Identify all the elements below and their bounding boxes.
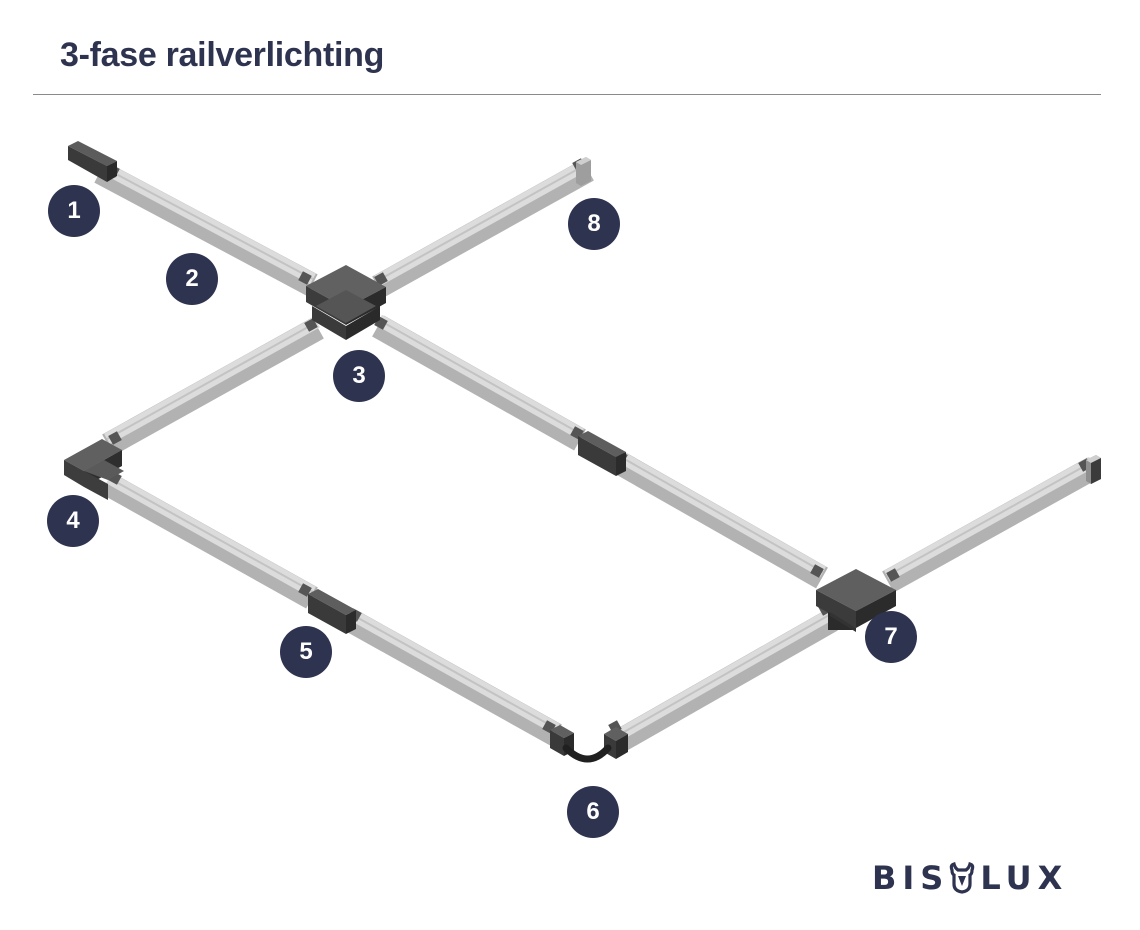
rail-segment-upper-left xyxy=(94,160,318,296)
callout-t-connector: 7 xyxy=(865,611,917,663)
rail-segment-upper-right xyxy=(372,158,594,298)
callout-corner-connector: 4 xyxy=(47,495,99,547)
rail-segment-left-upper xyxy=(102,316,324,456)
straight-connector-bottom xyxy=(308,589,356,634)
t-connector xyxy=(816,569,896,632)
callout-straight-connector: 5 xyxy=(280,626,332,678)
rail-segment-bottom-middle xyxy=(344,608,562,746)
bull-head-icon xyxy=(950,862,975,894)
callout-x-connector: 3 xyxy=(333,350,385,402)
rail-end-far-right xyxy=(1086,455,1101,484)
rail-segment-right-upper xyxy=(372,314,586,451)
callout-rail: 2 xyxy=(166,253,218,305)
brand-logo-suffix: LUX xyxy=(980,859,1069,897)
title-divider xyxy=(33,94,1101,95)
rail-segment-right-lower xyxy=(614,451,828,589)
rail-segment-far-right xyxy=(882,456,1099,593)
rail-end-top-right xyxy=(576,157,591,186)
end-cap-connector xyxy=(68,141,117,182)
rail-segment-bottom-left xyxy=(102,472,318,609)
page-title: 3-fase railverlichting xyxy=(60,36,385,74)
brand-logo-prefix: BIS xyxy=(872,859,950,897)
callout-rail-end: 8 xyxy=(568,198,620,250)
rail-segment-bottom-right xyxy=(612,608,838,753)
brand-logo: BIS LUX xyxy=(872,858,1068,898)
x-connector xyxy=(306,265,386,340)
callout-end-cap: 1 xyxy=(48,185,100,237)
corner-connector xyxy=(64,439,124,500)
callout-flexible-connector: 6 xyxy=(567,786,619,838)
flexible-connector xyxy=(550,725,628,763)
straight-connector-right xyxy=(578,431,626,476)
